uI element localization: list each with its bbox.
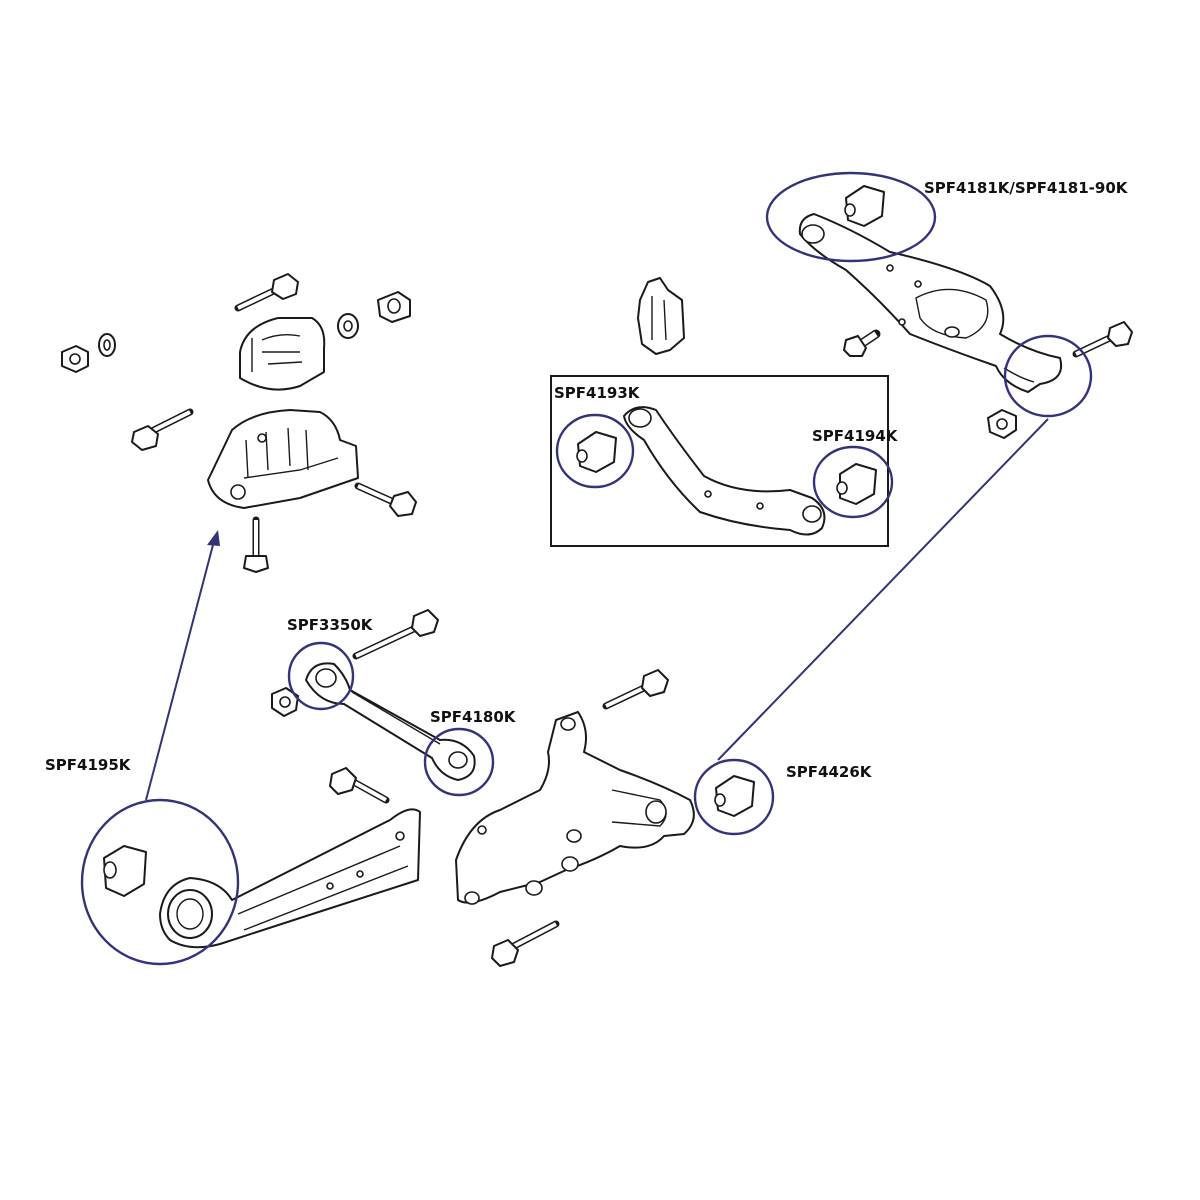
bolt-lower-arm-right	[1072, 321, 1133, 358]
bushing-spf4194k	[836, 463, 877, 505]
bolt-knuckle-top	[602, 669, 669, 710]
bushing-spf4195k	[103, 845, 147, 897]
bolt-right	[354, 482, 417, 517]
bolt-lower-arm-mid	[843, 329, 881, 357]
highlight-spf4193k	[555, 413, 635, 489]
part-labels: SPF4181K/SPF4181-90K SPF4193K SPF4194K S…	[45, 179, 1129, 781]
highlight-spf4195k	[80, 798, 240, 966]
highlight-lower-arm-end	[1003, 334, 1093, 418]
highlight-spf4426k	[693, 758, 775, 836]
bushing-spf4181k	[844, 185, 885, 227]
bolt-toe-link	[352, 609, 439, 660]
mount-cushion-top	[239, 317, 326, 391]
inset-upper-arm-box	[550, 375, 889, 547]
connector-spf4195k	[145, 540, 215, 801]
mount-bracket	[207, 409, 359, 509]
bolt-left	[131, 408, 194, 451]
label-spf4426k: SPF4426K	[786, 763, 873, 781]
label-spf4180k: SPF4180K	[430, 708, 517, 726]
nut-left	[61, 345, 89, 373]
clip-bracket	[637, 277, 685, 355]
toe-link	[271, 609, 476, 781]
label-spf4195k: SPF4195K	[45, 756, 132, 774]
nut-lower-arm	[987, 409, 1017, 439]
engine-mount-assembly	[61, 273, 417, 573]
label-spf4193k: SPF4193K	[554, 384, 641, 402]
highlight-spf4181k	[765, 171, 937, 263]
upper-arm	[623, 406, 826, 536]
highlight-spf4180k	[423, 727, 495, 797]
connector-lines	[145, 418, 1049, 801]
label-spf4194k: SPF4194K	[812, 427, 899, 445]
bolt-knuckle-bottom	[491, 920, 560, 967]
bushing-spf4193k	[576, 431, 617, 473]
bolt-trailing-arm	[329, 767, 390, 804]
highlight-markers	[80, 171, 1093, 966]
label-spf3350k: SPF3350K	[287, 616, 374, 634]
knuckle	[455, 669, 695, 967]
label-spf4181k: SPF4181K/SPF4181-90K	[924, 179, 1129, 197]
bushing-spf4426k	[714, 775, 755, 817]
nut-toe-link	[271, 687, 299, 717]
trailing-arm	[103, 767, 421, 949]
highlight-spf3350k	[287, 641, 355, 711]
bolt-top	[234, 273, 299, 312]
lower-control-arm	[798, 185, 1062, 393]
highlight-spf4194k	[812, 445, 894, 519]
bushing-small	[377, 291, 411, 323]
stud-bolt	[243, 516, 269, 573]
connector-spf4426k	[717, 418, 1049, 761]
connector-arrowhead	[207, 530, 220, 546]
